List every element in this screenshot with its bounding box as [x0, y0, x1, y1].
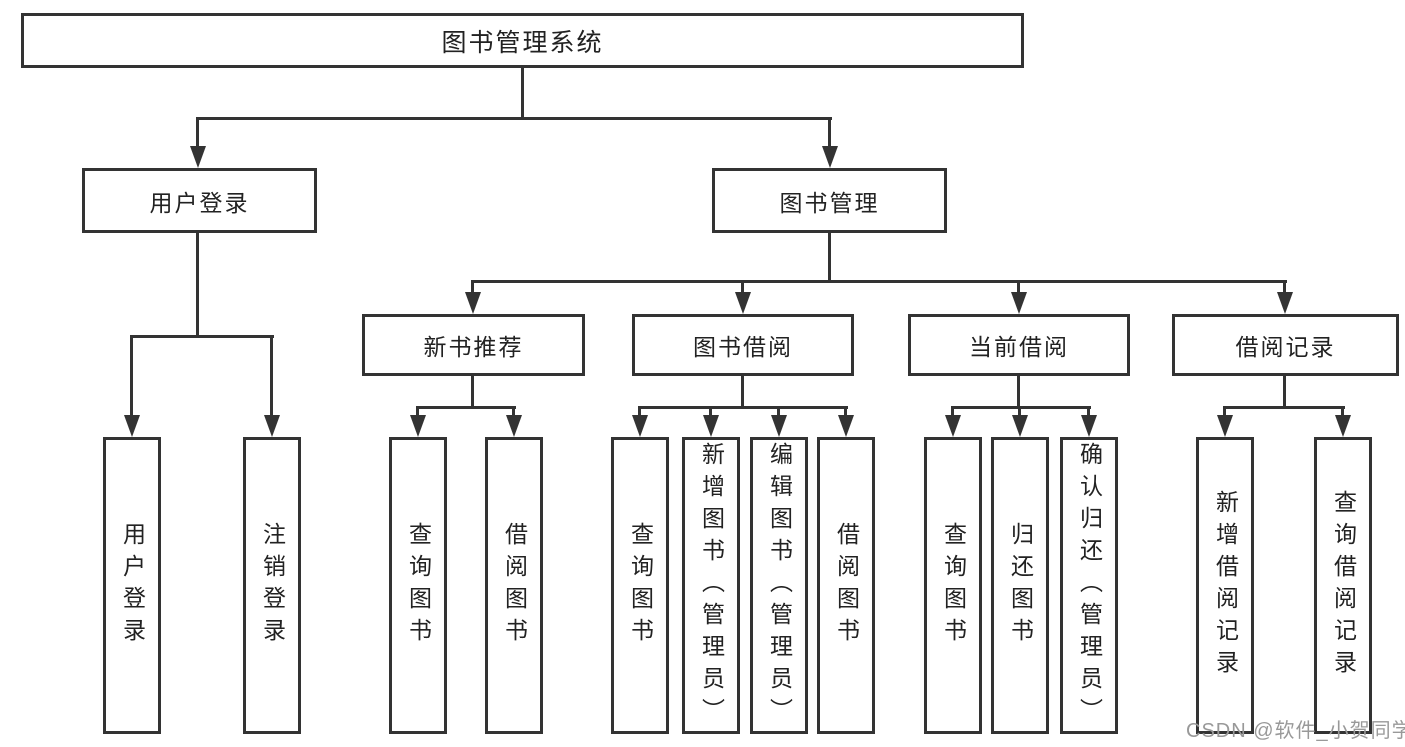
arrowhead-icon	[1011, 292, 1027, 314]
connector-l3-rail	[638, 406, 848, 409]
connector-drop-l3	[1283, 280, 1286, 294]
node-book-management: 图书管理	[712, 168, 947, 233]
arrowhead-icon	[1277, 292, 1293, 314]
node-current-borrowing: 当前借阅	[908, 314, 1130, 376]
arrowhead-icon	[632, 415, 648, 437]
arrowhead-icon	[190, 146, 206, 168]
leaf-edit-book-admin: 编辑图书（管理员）	[750, 437, 808, 734]
connector-drop-leaf	[1018, 406, 1021, 418]
arrowhead-icon	[735, 292, 751, 314]
connector-l3-rail	[951, 406, 1091, 409]
connector-drop-leaf	[130, 335, 133, 417]
arrowhead-icon	[838, 415, 854, 437]
connector-drop-leaf	[512, 406, 515, 418]
arrowhead-icon	[124, 415, 140, 437]
connector-drop-l3	[1017, 280, 1020, 294]
connector-user-login-rail	[130, 335, 274, 338]
connector-drop-leaf	[1087, 406, 1090, 418]
connector-drop-l3	[471, 280, 474, 294]
arrowhead-icon	[506, 415, 522, 437]
connector-book-management-rail	[471, 280, 1287, 283]
arrowhead-icon	[771, 415, 787, 437]
arrowhead-icon	[1217, 415, 1233, 437]
node-user-login: 用户登录	[82, 168, 317, 233]
connector-drop-leaf	[709, 406, 712, 418]
leaf-confirm-return-admin: 确认归还（管理员）	[1060, 437, 1118, 734]
leaf-logout: 注销登录	[243, 437, 301, 734]
connector-drop-leaf	[844, 406, 847, 418]
connector-book-management-stem	[828, 233, 831, 281]
csdn-watermark: CSDN @软件_小贺同学	[1186, 720, 1405, 742]
node-label: 图书管理	[779, 189, 880, 216]
arrowhead-icon	[1012, 415, 1028, 437]
node-borrowing-records: 借阅记录	[1172, 314, 1399, 376]
arrowhead-icon	[410, 415, 426, 437]
arrowhead-icon	[1335, 415, 1351, 437]
node-label: 用户登录	[149, 189, 250, 216]
leaf-borrow-books-borrowing: 借阅图书	[817, 437, 875, 734]
arrowhead-icon	[465, 292, 481, 314]
arrowhead-icon	[1081, 415, 1097, 437]
connector-l3-stem	[1017, 376, 1020, 407]
node-book-borrowing: 图书借阅	[632, 314, 854, 376]
connector-drop-user-login	[196, 117, 199, 151]
node-label: 图书借阅	[693, 334, 793, 360]
leaf-query-books-current: 查询图书	[924, 437, 982, 734]
connector-root-stem	[521, 68, 524, 118]
leaf-query-books-borrowing: 查询图书	[611, 437, 669, 734]
arrowhead-icon	[822, 146, 838, 168]
connector-l3-stem	[471, 376, 474, 407]
connector-drop-leaf	[1223, 406, 1226, 418]
connector-drop-leaf	[270, 335, 273, 417]
leaf-user-login: 用户登录	[103, 437, 161, 734]
connector-drop-leaf	[951, 406, 954, 418]
connector-drop-leaf	[1341, 406, 1344, 418]
leaf-add-book-admin: 新增图书（管理员）	[682, 437, 740, 734]
connector-drop-leaf	[638, 406, 641, 418]
arrowhead-icon	[264, 415, 280, 437]
leaf-add-borrow-record: 新增借阅记录	[1196, 437, 1254, 734]
node-label: 新书推荐	[423, 334, 524, 360]
arrowhead-icon	[945, 415, 961, 437]
connector-user-login-stem	[196, 233, 199, 336]
node-label: 借阅记录	[1235, 334, 1336, 360]
leaf-return-books: 归还图书	[991, 437, 1049, 734]
node-label: 当前借阅	[969, 334, 1069, 360]
leaf-query-borrow-record: 查询借阅记录	[1314, 437, 1372, 734]
connector-root-rail	[196, 117, 832, 120]
arrowhead-icon	[703, 415, 719, 437]
connector-drop-l3	[741, 280, 744, 294]
connector-drop-book-management	[828, 117, 831, 151]
node-new-book-recommend: 新书推荐	[362, 314, 585, 376]
connector-l3-rail	[1223, 406, 1345, 409]
connector-l3-stem	[741, 376, 744, 407]
node-label: 图书管理系统	[441, 28, 604, 57]
leaf-query-books-recommend: 查询图书	[389, 437, 447, 734]
leaf-borrow-books-recommend: 借阅图书	[485, 437, 543, 734]
connector-drop-leaf	[416, 406, 419, 418]
connector-l3-rail	[416, 406, 516, 409]
connector-drop-leaf	[777, 406, 780, 418]
node-library-system: 图书管理系统	[21, 13, 1024, 68]
connector-l3-stem	[1283, 376, 1286, 407]
